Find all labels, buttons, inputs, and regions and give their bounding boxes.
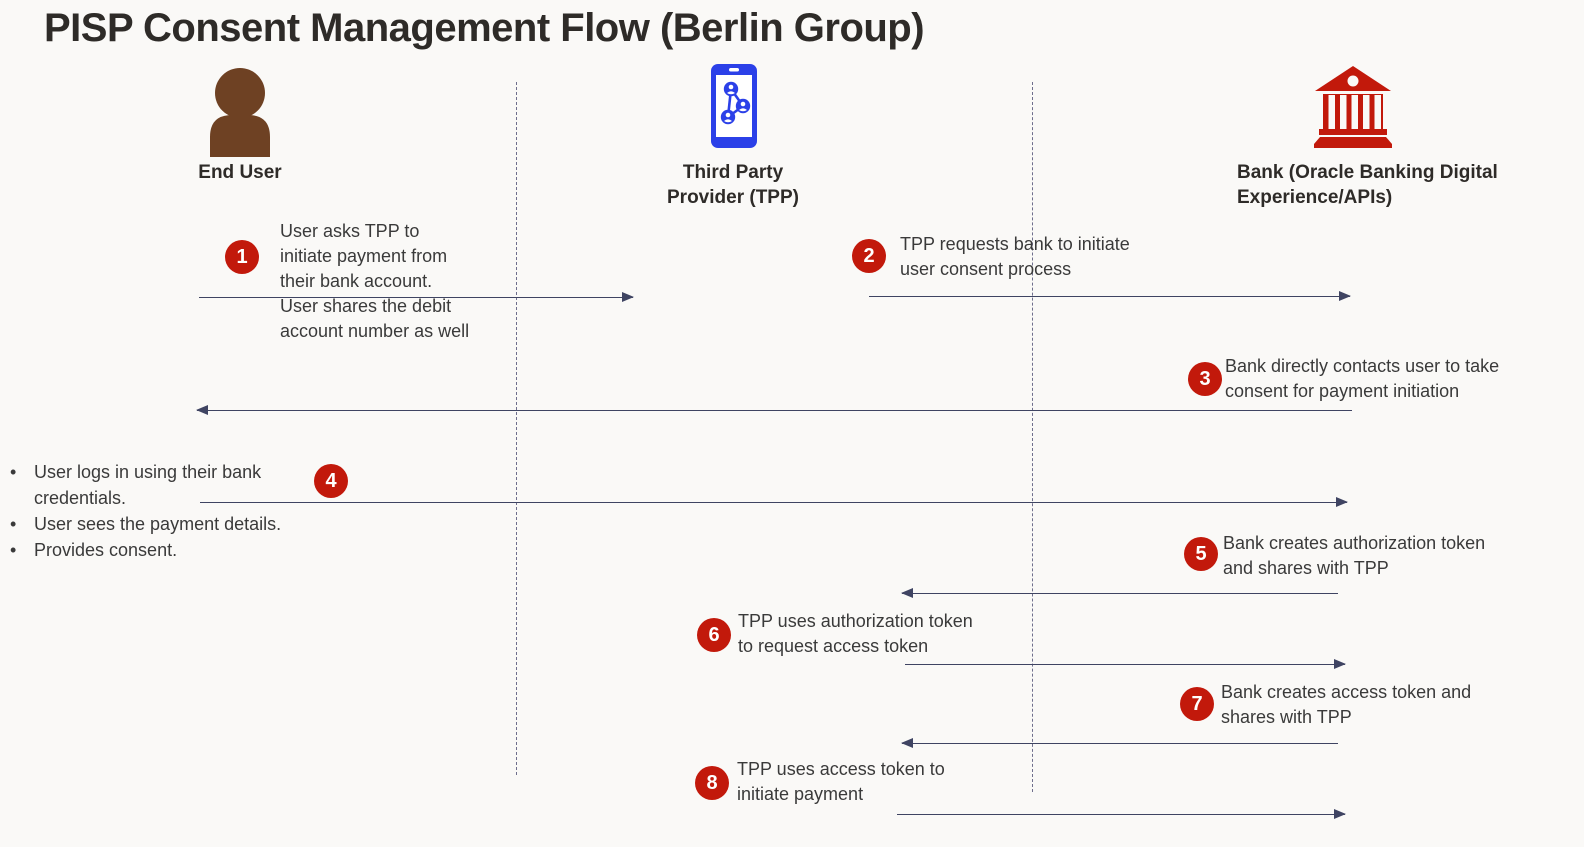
step-2-text: TPP requests bank to initiate user conse… [900, 234, 1130, 279]
step-3-text: Bank directly contacts user to take cons… [1225, 356, 1500, 401]
user-actions-list: • User logs in using their bank credentia… [8, 459, 338, 563]
actor-label-end-user: End User [198, 162, 282, 183]
step-6-badge: 6 [697, 618, 731, 652]
step-3-arrow [196, 405, 1352, 415]
user-action-text: User logs in using their bank credential… [34, 462, 262, 508]
step-6-text: TPP uses authorization token to request … [738, 611, 973, 656]
mobile-network-icon [711, 64, 757, 148]
actor-label-tpp: Third Party Provider (TPP) [667, 162, 799, 208]
step-7-badge: 7 [1180, 687, 1214, 721]
actor-bank [1314, 66, 1392, 148]
step-7-arrow [901, 738, 1338, 748]
step-5-text: Bank creates authorization token and sha… [1223, 533, 1486, 578]
lane-separator-2 [1032, 82, 1033, 792]
step-1-badge: 1 [225, 240, 259, 274]
actor-tpp [711, 64, 757, 148]
step-5-arrow [901, 588, 1338, 598]
step-3-badge: 3 [1188, 362, 1222, 396]
step-5-badge: 5 [1184, 537, 1218, 571]
step-7-text: Bank creates access token and shares wit… [1221, 682, 1472, 727]
step-1-text: User asks TPP to initiate payment from t… [280, 221, 470, 341]
step-8-arrow [897, 809, 1346, 819]
arrowhead-right-icon [622, 292, 634, 302]
lane-separator-1 [516, 82, 517, 775]
user-action-item-1: • User logs in using their bank credentia… [8, 459, 338, 511]
person-icon [207, 67, 273, 157]
step-4-arrow [200, 497, 1348, 507]
page-title: PISP Consent Management Flow (Berlin Gro… [44, 6, 925, 50]
bullet-icon: • [10, 462, 17, 482]
arrowhead-right-icon [1334, 659, 1346, 669]
bullet-icon: • [10, 540, 17, 560]
step-4-badge: 4 [314, 464, 348, 498]
arrowhead-right-icon [1336, 497, 1348, 507]
step-8-badge: 8 [695, 766, 729, 800]
arrowhead-right-icon [1334, 809, 1346, 819]
step-2-badge: 2 [852, 239, 886, 273]
step-2-arrow [869, 291, 1351, 301]
bullet-icon: • [10, 514, 17, 534]
step-8-text: TPP uses access token to initiate paymen… [737, 759, 945, 804]
actor-label-bank: Bank (Oracle Banking Digital Experience/… [1237, 162, 1498, 208]
user-action-text: Provides consent. [34, 540, 178, 560]
user-action-item-2: • User sees the payment details. [8, 511, 338, 537]
arrowhead-left-icon [196, 405, 208, 415]
step-6-arrow [905, 659, 1346, 669]
user-action-item-3: • Provides consent. [8, 537, 338, 563]
arrowhead-right-icon [1339, 291, 1351, 301]
user-action-text: User sees the payment details. [34, 514, 282, 534]
actor-end-user [207, 67, 273, 157]
bank-building-icon [1314, 66, 1392, 148]
arrowhead-left-icon [901, 738, 913, 748]
arrowhead-left-icon [901, 588, 913, 598]
step-1-arrow [199, 292, 634, 302]
